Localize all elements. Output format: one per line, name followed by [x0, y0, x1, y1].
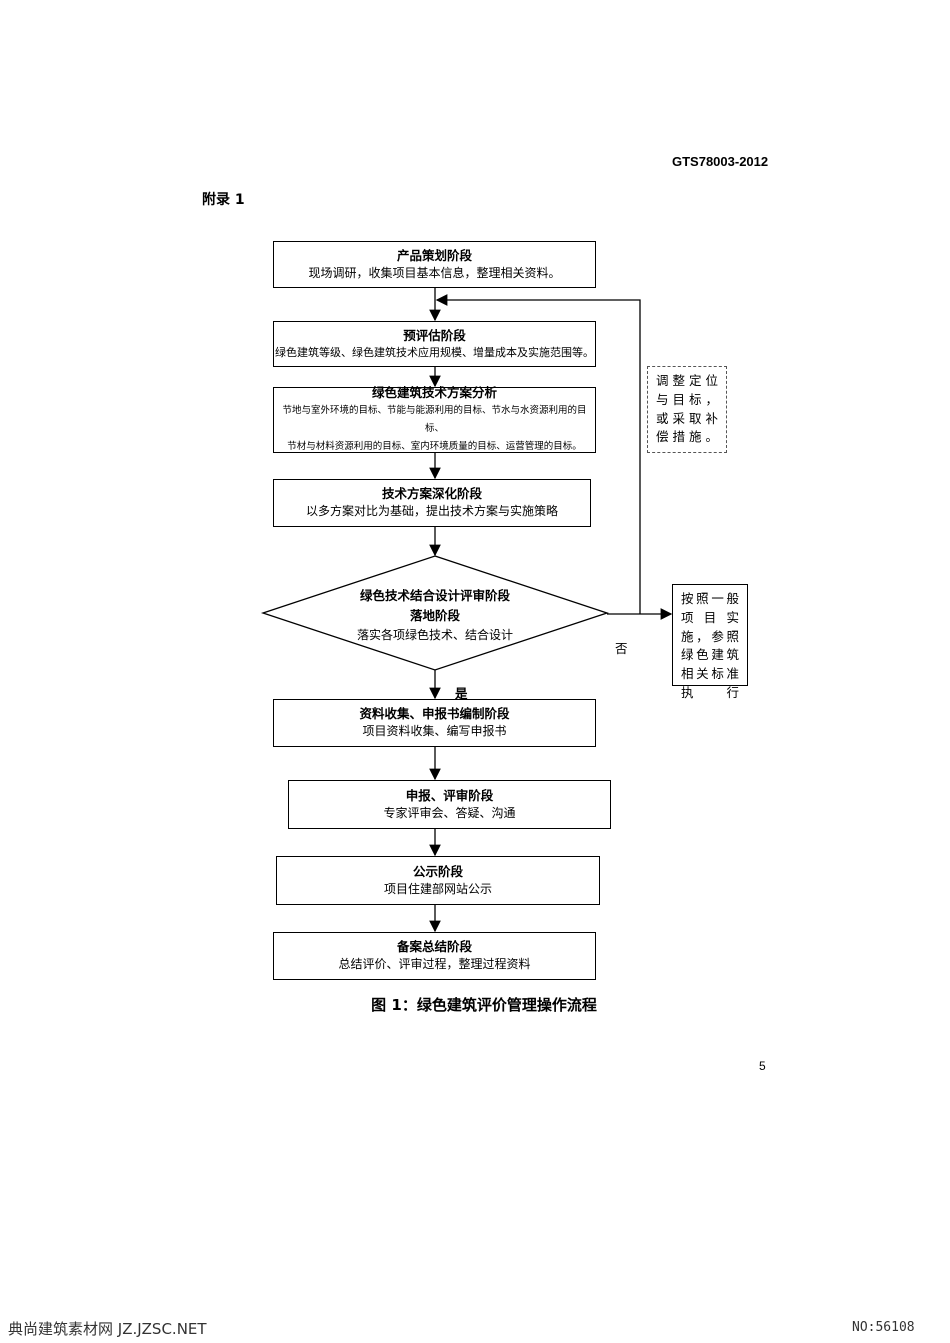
- step-technical-scheme-analysis: 绿色建筑技术方案分析 节地与室外环境的目标、节能与能源利用的目标、节水与水资源利…: [273, 384, 596, 453]
- step-title: 申报、评审阶段: [405, 787, 494, 803]
- step-title: 技术方案深化阶段: [381, 486, 482, 502]
- step-title: 资料收集、申报书编制阶段: [359, 706, 510, 722]
- step-application-review: 申报、评审阶段 专家评审会、答疑、沟通: [288, 780, 611, 829]
- step-desc: 总结评价、评审过程，整理过程资料: [338, 957, 531, 972]
- step-title: 预评估阶段: [403, 327, 466, 343]
- step-data-collection: 资料收集、申报书编制阶段 项目资料收集、编写申报书: [273, 699, 596, 747]
- decision-title-2: 落地阶段: [409, 608, 460, 623]
- label-no: 否: [615, 641, 628, 656]
- step-desc: 项目住建部网站公示: [383, 881, 492, 896]
- label-yes: 是: [455, 686, 468, 701]
- figure-caption: 图 1：绿色建筑评价管理操作流程: [371, 996, 597, 1014]
- step-publicity: 公示阶段 项目住建部网站公示: [276, 856, 600, 905]
- feedback-loop-line: [435, 294, 641, 614]
- step-scheme-deepening: 技术方案深化阶段 以多方案对比为基础，提出技术方案与实施策略: [273, 479, 591, 527]
- step-desc: 专家评审会、答疑、沟通: [383, 805, 516, 820]
- step-desc: 项目资料收集、编写申报书: [362, 724, 507, 739]
- page-number: 5: [759, 1059, 766, 1073]
- step-desc-line2: 节材与材料资源利用的目标、室内环境质量的目标、运营管理的目标。: [287, 441, 582, 453]
- general-project-note: 按照一般项目实施，参照绿色建筑相关标准执行: [672, 584, 748, 700]
- watermark-number: NO:56108: [852, 1320, 915, 1335]
- decision-desc: 落实各项绿色技术、结合设计: [356, 628, 513, 642]
- step-desc: 以多方案对比为基础，提出技术方案与实施策略: [305, 504, 558, 519]
- adjust-positioning-note: 调整定位与目标，或采取补偿措施。: [647, 366, 727, 453]
- step-title: 产品策划阶段: [396, 247, 472, 263]
- decision-text: 绿色技术结合设计评审阶段 落地阶段 落实各项绿色技术、结合设计: [313, 586, 557, 645]
- step-title: 备案总结阶段: [396, 939, 472, 955]
- watermark-site: 典尚建筑素材网 JZ.JZSC.NET: [8, 1320, 207, 1338]
- step-desc: 绿色建筑等级、绿色建筑技术应用规模、增量成本及实施范围等。: [275, 346, 594, 360]
- document-code: GTS78003-2012: [672, 154, 769, 169]
- step-pre-assessment: 预评估阶段 绿色建筑等级、绿色建筑技术应用规模、增量成本及实施范围等。: [273, 321, 596, 367]
- step-title: 公示阶段: [412, 863, 463, 879]
- step-filing-summary: 备案总结阶段 总结评价、评审过程，整理过程资料: [273, 932, 596, 980]
- step-title: 绿色建筑技术方案分析: [371, 384, 497, 400]
- step-product-planning: 产品策划阶段 现场调研，收集项目基本信息，整理相关资料。: [273, 241, 596, 288]
- decision-title-1: 绿色技术结合设计评审阶段: [359, 588, 510, 603]
- step-desc-line1: 节地与室外环境的目标、节能与能源利用的目标、节水与水资源利用的目标、: [282, 405, 587, 435]
- step-desc: 现场调研，收集项目基本信息，整理相关资料。: [308, 265, 561, 280]
- appendix-label: 附录 1: [202, 192, 245, 208]
